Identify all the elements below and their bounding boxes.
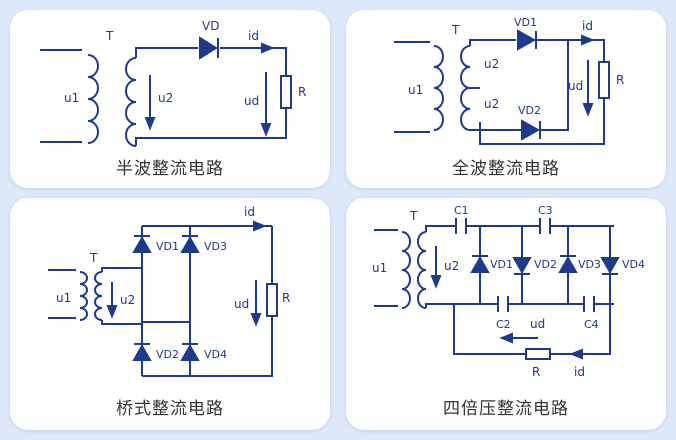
secondary-wire bbox=[135, 47, 287, 146]
top-rail bbox=[425, 225, 614, 232]
primary-lead bbox=[374, 229, 398, 307]
primary-lead bbox=[394, 41, 430, 133]
full-wave-diagram: T VD1 VD2 id u1 u2 u2 ud R bbox=[394, 16, 624, 145]
label-ud: ud bbox=[244, 94, 259, 108]
quadrupler-diagram: T C1 C3 C2 C4 VD1 VD2 VD3 VD4 u1 u2 ud R… bbox=[372, 204, 645, 379]
bridge-caption: 桥式整流电路 bbox=[116, 399, 224, 419]
label-vd4: VD4 bbox=[622, 258, 645, 271]
label-u2: u2 bbox=[444, 259, 459, 273]
label-id: id bbox=[582, 19, 593, 33]
label-ud: ud bbox=[234, 297, 249, 311]
label-vd2: VD2 bbox=[534, 258, 557, 271]
label-id: id bbox=[574, 365, 585, 379]
label-r: R bbox=[298, 85, 306, 99]
label-id: id bbox=[248, 29, 259, 43]
ud-arrowhead bbox=[499, 332, 513, 344]
secondary-coil bbox=[460, 45, 471, 131]
secondary-coil bbox=[125, 57, 137, 147]
label-vd4: VD4 bbox=[204, 348, 227, 361]
label-c4: C4 bbox=[584, 318, 599, 331]
diode-vd3 bbox=[558, 255, 578, 273]
label-r: R bbox=[282, 291, 290, 305]
label-u2: u2 bbox=[158, 91, 173, 105]
diode-vd1 bbox=[470, 255, 490, 273]
label-t: T bbox=[105, 29, 114, 43]
label-vd1: VD1 bbox=[156, 240, 179, 253]
label-u2: u2 bbox=[120, 293, 135, 307]
label-vd2: VD2 bbox=[518, 104, 541, 117]
primary-lead bbox=[48, 269, 76, 319]
id-arrowhead bbox=[261, 42, 275, 54]
label-id: id bbox=[244, 205, 255, 219]
label-u1: u1 bbox=[372, 261, 387, 275]
diode-vd2 bbox=[521, 119, 541, 141]
label-t: T bbox=[409, 209, 418, 223]
secondary-coil bbox=[94, 271, 103, 321]
primary-coil bbox=[433, 45, 444, 131]
label-r: R bbox=[616, 73, 624, 87]
label-u1: u1 bbox=[408, 83, 423, 97]
bridge-wire bbox=[101, 225, 273, 377]
diode-vd4 bbox=[180, 343, 200, 361]
primary-coil bbox=[87, 54, 99, 144]
label-vd: VD bbox=[202, 19, 219, 33]
u2-arrowhead bbox=[144, 117, 156, 131]
id-arrowhead bbox=[253, 220, 267, 232]
label-u2b: u2 bbox=[484, 97, 499, 111]
bridge-panel: T VD1 VD3 VD2 VD4 id u1 u2 ud R 桥式整流电路 bbox=[10, 198, 330, 430]
label-u2a: u2 bbox=[484, 57, 499, 71]
label-t: T bbox=[89, 251, 98, 265]
id-arrowhead bbox=[569, 348, 583, 360]
quadrupler-panel: T C1 C3 C2 C4 VD1 VD2 VD3 VD4 u1 u2 ud R… bbox=[346, 198, 666, 430]
full-wave-panel: T VD1 VD2 id u1 u2 u2 ud R 全波整流电路 bbox=[346, 10, 666, 188]
primary-coil bbox=[401, 231, 411, 309]
half-wave-panel: T VD id u1 u2 ud R 半波整流电路 bbox=[10, 10, 330, 188]
diode-vd2 bbox=[132, 343, 152, 361]
label-c3: C3 bbox=[538, 204, 553, 217]
label-u1: u1 bbox=[56, 291, 71, 305]
ud-arrowhead bbox=[582, 103, 594, 117]
u2-arrowhead bbox=[430, 275, 442, 289]
half-wave-diagram: T VD id u1 u2 ud R bbox=[40, 19, 306, 147]
primary-lead bbox=[40, 49, 82, 143]
label-ud: ud bbox=[530, 317, 545, 331]
label-u1: u1 bbox=[64, 91, 79, 105]
label-c2: C2 bbox=[496, 318, 511, 331]
id-arrowhead bbox=[581, 34, 595, 46]
ud-arrowhead bbox=[260, 123, 272, 137]
label-c1: C1 bbox=[454, 204, 469, 217]
half-wave-caption: 半波整流电路 bbox=[116, 159, 224, 179]
label-t: T bbox=[451, 23, 460, 37]
ud-arrowhead bbox=[250, 313, 262, 327]
diode-vd3 bbox=[180, 235, 200, 253]
diode-vd1 bbox=[517, 29, 537, 51]
u2-arrowhead bbox=[106, 305, 118, 319]
label-vd1: VD1 bbox=[490, 258, 513, 271]
label-r: R bbox=[532, 365, 540, 379]
label-vd3: VD3 bbox=[204, 240, 227, 253]
primary-coil bbox=[79, 271, 88, 321]
resistor-r bbox=[266, 283, 278, 317]
center-wire bbox=[470, 40, 569, 131]
quadrupler-caption: 四倍压整流电路 bbox=[443, 399, 569, 419]
label-vd2: VD2 bbox=[156, 348, 179, 361]
label-vd3: VD3 bbox=[578, 258, 601, 271]
full-wave-caption: 全波整流电路 bbox=[452, 159, 560, 179]
secondary-coil bbox=[417, 231, 427, 309]
resistor-r bbox=[525, 348, 551, 360]
diode-vd4 bbox=[600, 257, 620, 275]
bridge-diagram: T VD1 VD3 VD2 VD4 id u1 u2 ud R bbox=[48, 205, 290, 377]
label-ud: ud bbox=[568, 79, 583, 93]
resistor-r bbox=[280, 75, 292, 109]
diode-vd1 bbox=[132, 235, 152, 253]
secondary-wire bbox=[469, 39, 605, 145]
resistor-r bbox=[598, 61, 610, 99]
label-vd1: VD1 bbox=[514, 16, 537, 29]
diode-vd2 bbox=[512, 257, 532, 275]
diode-vd bbox=[199, 36, 218, 60]
